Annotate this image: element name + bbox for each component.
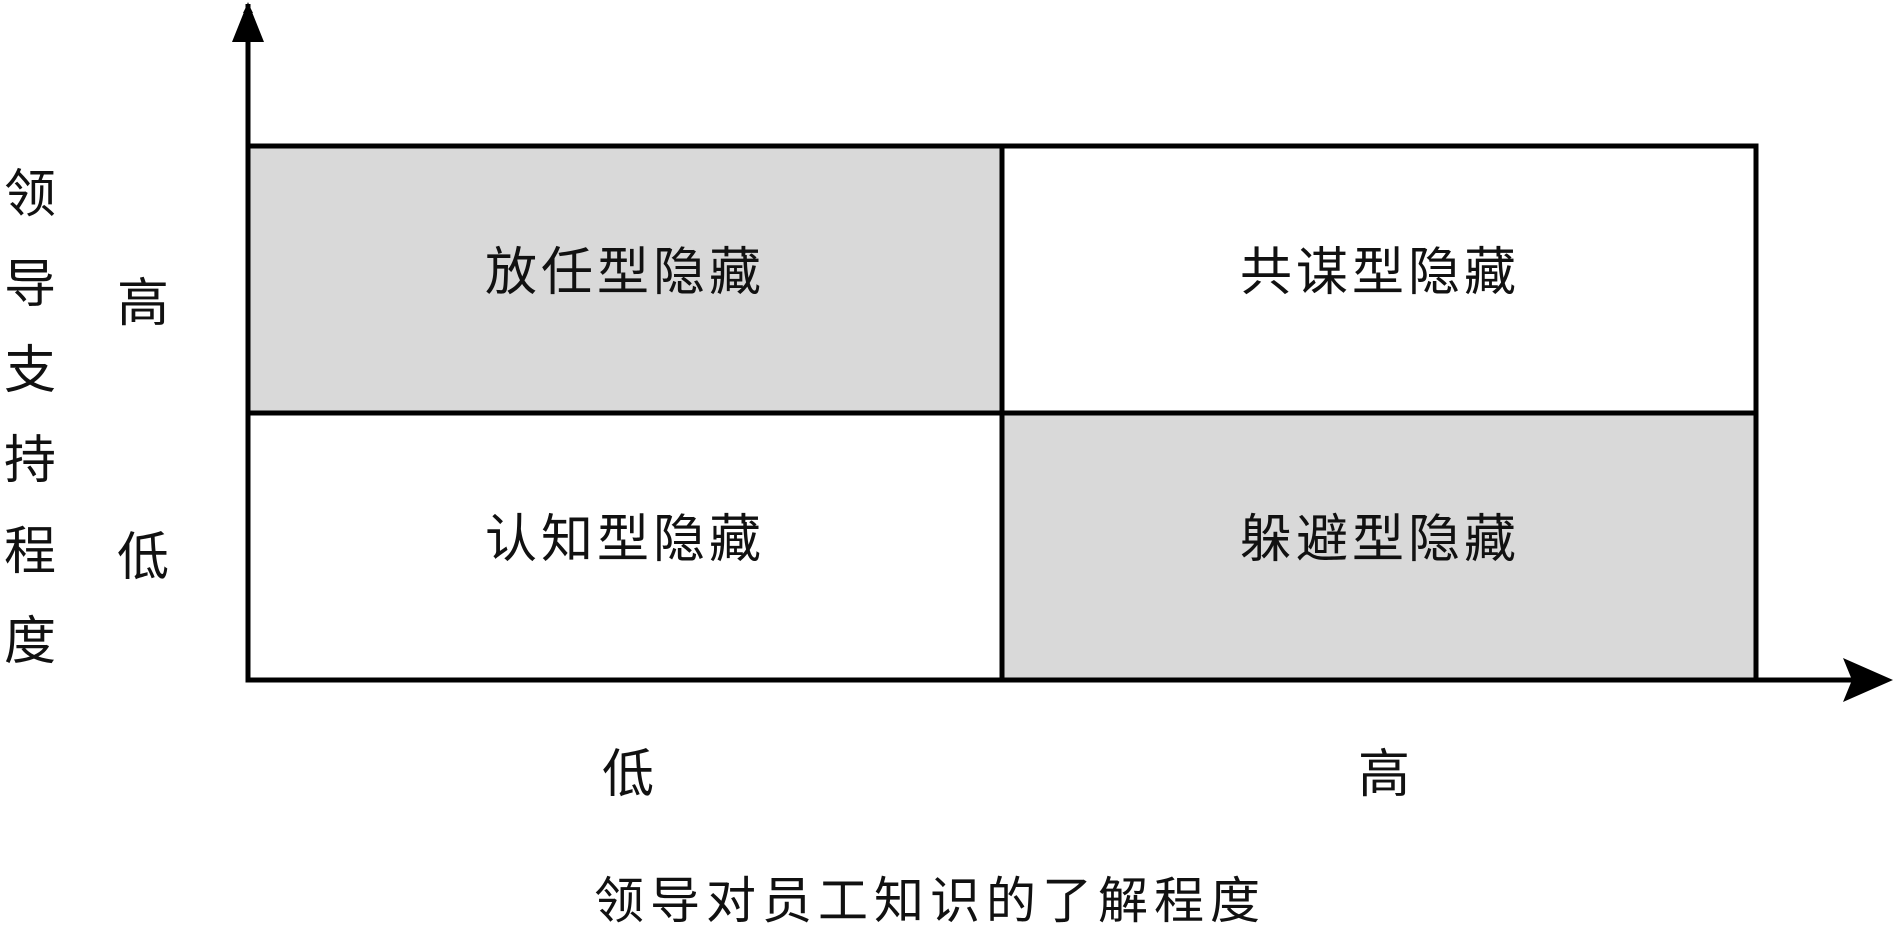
y-axis-arrowhead — [232, 2, 264, 42]
x-tick-low: 低 — [602, 745, 654, 805]
quadrant-top-left — [245, 143, 1005, 416]
quadrant-bottom-right — [999, 410, 1759, 683]
y-axis-title-char: 程 — [4, 522, 56, 582]
y-axis-title-char: 领 — [4, 165, 56, 225]
x-tick-high: 高 — [1358, 745, 1410, 805]
quadrant-top-right — [999, 143, 1759, 416]
quadrant-bottom-left-label: 认知型隐藏 — [485, 510, 765, 570]
x-axis-arrowhead — [1843, 658, 1893, 702]
x-axis-title: 领导对员工知识的了解程度 — [594, 872, 1266, 927]
y-axis-title-char: 持 — [4, 431, 56, 491]
y-axis-title-char: 度 — [4, 612, 56, 672]
quadrant-top-right-label: 共谋型隐藏 — [1240, 243, 1520, 303]
y-axis-title-char: 支 — [4, 341, 56, 401]
y-tick-high: 高 — [117, 274, 169, 334]
quadrant-bottom-left — [245, 410, 1005, 683]
y-tick-low: 低 — [117, 528, 169, 588]
y-axis-title-char: 导 — [4, 255, 56, 315]
quadrant-top-left-label: 放任型隐藏 — [485, 243, 765, 303]
y-axis-title: 领 导 支 持 程 度 — [4, 165, 56, 672]
quadrant-bottom-right-label: 躲避型隐藏 — [1240, 510, 1520, 570]
